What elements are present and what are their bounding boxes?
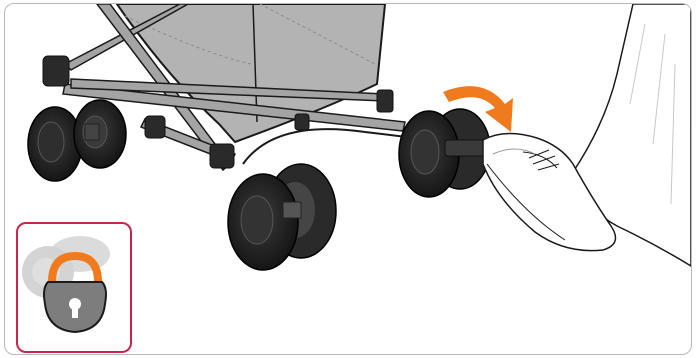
- shoe: [482, 132, 617, 252]
- front-wheel-pair: [27, 99, 127, 182]
- brake-lock-inset-art: [22, 236, 110, 334]
- rear-wheel-near: [227, 163, 337, 271]
- frame-joints: [42, 55, 394, 169]
- lock-shackle: [48, 251, 102, 283]
- stroller-brake-illustration: [27, 4, 691, 271]
- stroller-frame: [62, 4, 406, 172]
- press-arrow-icon: [443, 86, 513, 132]
- rear-wheel-far: [398, 108, 491, 198]
- brake-lock-inset: [16, 222, 132, 353]
- brake-pedal: [444, 139, 486, 157]
- illustration-frame: [4, 3, 692, 355]
